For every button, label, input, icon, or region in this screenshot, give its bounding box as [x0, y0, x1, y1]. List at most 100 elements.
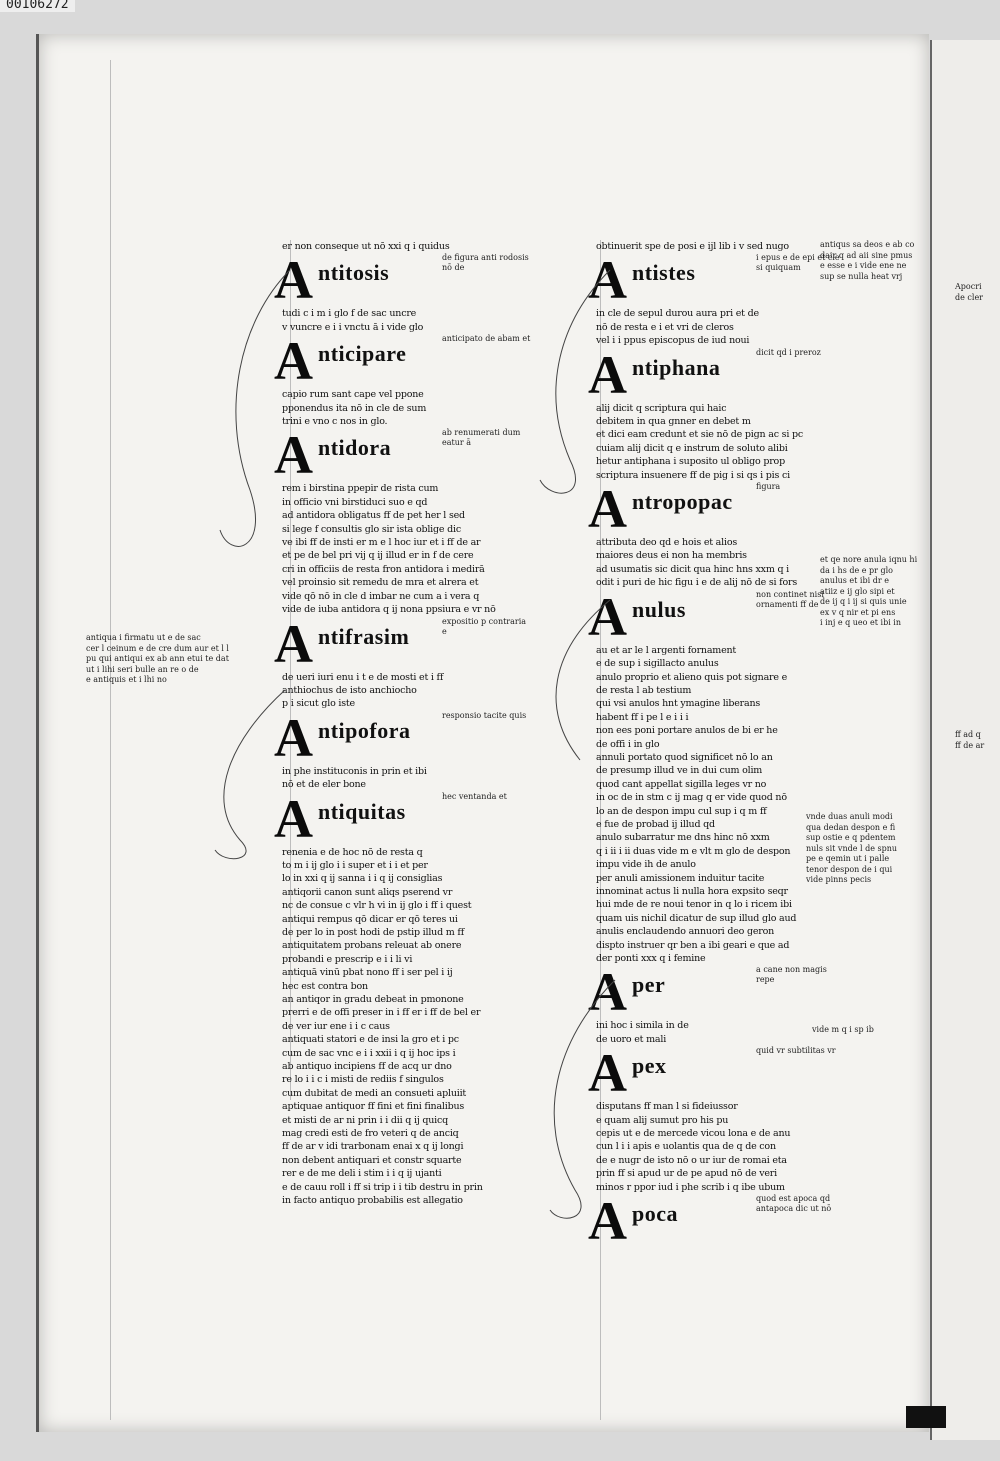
text-line: hec est contra bon: [282, 980, 368, 992]
text-line: in facto antiquo probabilis est allegati…: [282, 1195, 463, 1207]
ruling-line-right: [600, 240, 601, 1420]
text-line: tudi c i m i glo f de sac uncre: [282, 308, 417, 320]
text-line: renenia e de hoc nō de resta q: [282, 846, 423, 858]
text-line: annuli portato quod significet nō lo an: [596, 751, 773, 763]
decorated-initial: A: [274, 331, 313, 392]
text-line: e de cauu roll i ff si trip i i tib dest…: [282, 1181, 483, 1193]
text-line: hetur antiphana i suposito ul obligo pro…: [596, 456, 785, 468]
manuscript-folio: [36, 34, 929, 1432]
text-line: anulo subarratur me dns hinc nō xxm: [596, 832, 770, 844]
decorated-initial: A: [588, 250, 627, 311]
text-line: cum de sac vnc e i i xxii i q ij hoc ips…: [282, 1047, 456, 1059]
entry-gloss: expositio p contraria e: [442, 616, 527, 636]
entry-gloss: hec ventanda et: [442, 791, 507, 801]
text-line: mag credi esti de fro veteri q de anciq: [282, 1128, 459, 1140]
text-line: prin ff si apud ur de pe apud nō de veri: [596, 1168, 777, 1180]
decorated-initial: A: [274, 707, 313, 768]
margin-line: e esse e i vide ene ne: [820, 261, 907, 270]
text-line: e de sup i sigillacto anulus: [596, 658, 719, 670]
text-line: antiqorii canon sunt aliqs pserend vr: [282, 886, 453, 898]
text-line: antiquitatem probans releuat ab onere: [282, 940, 462, 952]
text-line: der ponti xxx q i femine: [596, 953, 706, 965]
text-line: vel proinsio sit remedu de mra et alrera…: [282, 577, 479, 589]
text-line: de offi i in glo: [596, 738, 660, 750]
decorated-initial: A: [588, 962, 627, 1023]
entry-gloss: dicit qd i preroz: [756, 347, 821, 357]
decorated-initial: A: [274, 425, 313, 486]
text-line: innominat actus li nulla hora expsito se…: [596, 886, 788, 897]
text-line: qui vsi anulos hnt ymagine liberans: [596, 698, 761, 710]
text-line: impu vide ih de anulo: [596, 859, 696, 871]
decorated-initial: A: [588, 1191, 627, 1252]
text-line: quam uis nichil dicatur de sup illud glo…: [596, 912, 797, 924]
entry-gloss: de figura anti rodosis nō de: [442, 253, 529, 273]
margin-line: ff de ar: [955, 740, 985, 750]
margin-line: et qe nore anula iqnu hi: [820, 555, 918, 564]
margin-line: atiiz e ij glo sipi et: [820, 586, 895, 596]
text-line: rer e de me deli i stim i i q ij ujanti: [282, 1168, 442, 1180]
margin-line: antiqus sa deos e ab co: [820, 240, 915, 249]
text-line: scriptura insuenere ff de pig i si qs i …: [596, 469, 790, 481]
text-line: et pe de bel pri vij q ij illud er in f …: [282, 550, 474, 562]
flourish-left: [214, 269, 291, 860]
margin-line: pu qui antiqui ex ab ann etui te dat: [86, 654, 229, 663]
decorated-initial: A: [274, 613, 313, 674]
text-line: cri in officiis de resta fron antidora i…: [282, 563, 485, 575]
ruling-line-left: [290, 240, 291, 1100]
text-line: trini e vno c nos in glo.: [282, 416, 388, 428]
entry-gloss: ab renumerati dum eatur ā: [442, 428, 521, 448]
text-line: re lo i i c i misti de rediis f singulos: [282, 1074, 444, 1086]
text-line: rem i birstina ppepir de rista cum: [282, 483, 439, 495]
margin-line: qua dedan despon e fi: [806, 822, 896, 832]
text-line: lo in xxi q ij sanna i i q ij consiglias: [282, 873, 443, 885]
entry-headword: ntipofora: [318, 717, 411, 743]
text-line: dispto instruer qr ben a ibi geari e que…: [596, 939, 790, 951]
text-line: per anuli amissionem induitur tacite: [596, 872, 765, 884]
margin-line: tenor despon de i qui: [806, 864, 893, 874]
text-line: alij dicit q scriptura qui haic: [596, 402, 727, 414]
text-line: de uoro et mali: [596, 1033, 667, 1045]
entry-headword: per: [632, 972, 666, 998]
text-line: quod cant appellat sigilla leges vr no: [596, 778, 767, 790]
margin-line: sup se nulla heat vrj: [820, 271, 903, 281]
margin-line: ff ad q: [955, 730, 981, 739]
text-line: de resta l ab testium: [596, 684, 692, 696]
text-line: vide qō nō in cle d imbar ne cum a i ver…: [282, 590, 480, 602]
text-line: cun l i i apis e uolantis qua de q de co…: [596, 1141, 776, 1153]
margin-line: ex v q nir et pi ens: [820, 607, 896, 617]
entry-headword: pex: [632, 1053, 667, 1079]
entry-gloss: non continet nisi ornamenti ff de: [756, 589, 824, 609]
text-line: anulo proprio et alieno quis pot signare…: [596, 671, 788, 683]
text-line: cuiam alij dicit q e instrum de soluto a…: [596, 442, 788, 454]
text-line: non ees poni portare anulos de bi er he: [596, 725, 778, 737]
text-line: de presump illud ve in dui cum olim: [596, 765, 763, 777]
margin-line: e antiquis et i lhi no: [86, 675, 167, 684]
text-line: lo an de despon impu cul sup i q m ff: [596, 805, 767, 817]
text-line: si lege f consultis glo sir ista oblige …: [282, 523, 461, 535]
facing-page-edge: [930, 40, 1000, 1440]
text-line: cum dubitat de medi an consueti apluiit: [282, 1087, 467, 1099]
text-line: aptiquae antiquor ff fini et fini finali…: [282, 1101, 465, 1113]
text-line: p i sicut glo iste: [282, 698, 355, 710]
margin-line: de ij q i ij si quis unie: [820, 597, 907, 606]
text-line: disputans ff man l si fideiussor: [596, 1101, 738, 1113]
text-line: de ueri iuri enu i t e de mosti et i ff: [282, 671, 444, 683]
flourish-right: [539, 269, 616, 1219]
text-line: antiqui rempus qō dicar er qō teres ui: [282, 913, 458, 925]
text-line: in officio vni birstiduci suo e qd: [282, 496, 428, 508]
decorated-initial: A: [588, 1043, 627, 1104]
text-line: habent ff i pe l e i i i: [596, 711, 689, 723]
margin-line: vide pinns pecis: [806, 875, 872, 884]
entry-headword: ntifrasim: [318, 623, 410, 649]
text-line: in phe instituconis in prin et ibi: [282, 765, 427, 777]
